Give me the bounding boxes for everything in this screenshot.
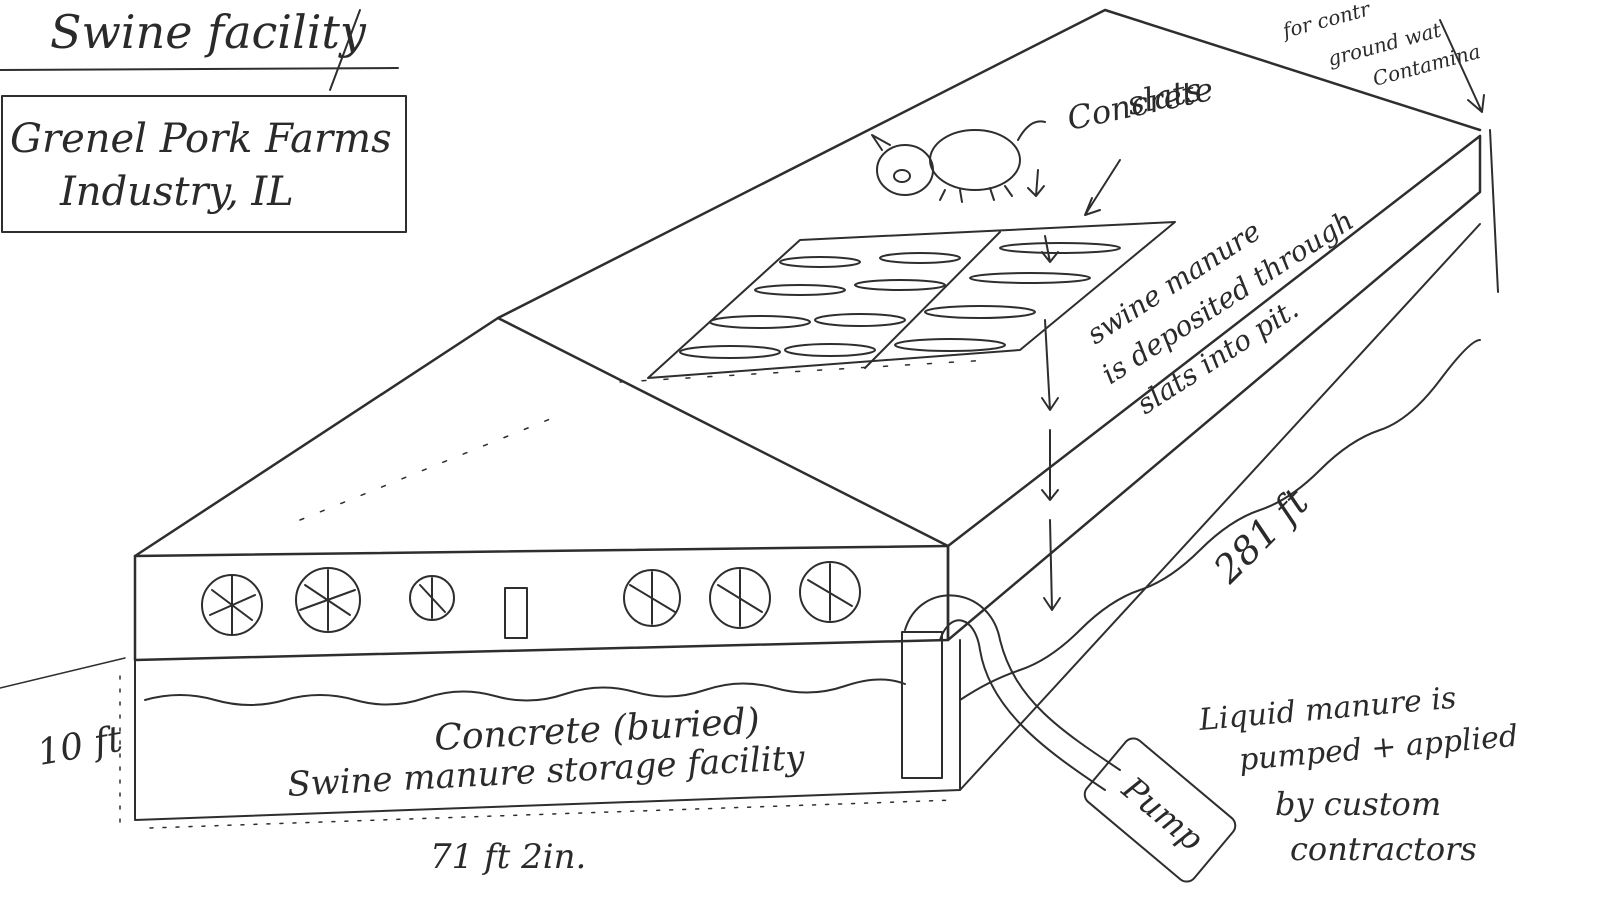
width-label: 71 ft 2in.	[430, 837, 586, 877]
title-underline	[0, 67, 399, 71]
concrete-slats-label: Concrete slats	[1064, 70, 1217, 138]
pump-body	[1083, 737, 1237, 883]
width-dimension-line	[149, 799, 956, 829]
liquid-line-4: contractors	[1290, 830, 1477, 868]
manure-pit	[134, 223, 1481, 821]
side-wall	[946, 134, 1482, 642]
pump-hose	[901, 594, 1121, 791]
pump-unit: Pump	[1083, 737, 1237, 883]
manure-level-front	[144, 678, 906, 706]
roof-dotted-1	[299, 414, 561, 521]
arrows	[1027, 19, 1485, 611]
length-label: 281 ft	[1205, 479, 1318, 592]
pump-label: Pump	[1114, 769, 1210, 859]
ventilation-fans	[201, 561, 861, 636]
location-frame	[1, 95, 407, 233]
barn-building	[133, 8, 1499, 662]
title-text: Swine facility	[50, 5, 367, 59]
liquid-line-3: by custom	[1275, 785, 1441, 823]
grade-line	[0, 657, 126, 689]
liquid-manure-label: Liquid manure is pumped + applied by cus…	[1197, 681, 1520, 868]
front-gable	[133, 316, 950, 558]
pit-label: Concrete (buried) Swine manure storage f…	[286, 701, 806, 805]
slat-row	[679, 242, 1121, 359]
location-line1: Grenel Pork Farms	[10, 116, 392, 162]
roof-dotted-2	[619, 359, 991, 383]
groundwater-label: for contr ground wat Contamina	[1278, 0, 1483, 91]
location-line2: Industry, IL	[59, 169, 294, 215]
slat-divider	[864, 231, 1001, 369]
door	[504, 587, 528, 639]
deposit-label: swine manure is deposited through slats …	[1081, 204, 1360, 421]
location-box: Grenel Pork Farms Industry, IL	[1, 95, 407, 233]
manure-level-side	[959, 339, 1481, 701]
title-stroke	[329, 9, 361, 91]
title-block: Swine facility	[0, 5, 399, 91]
slat-panel-outline	[647, 221, 1176, 379]
groundwater-1: for contr	[1278, 0, 1374, 43]
depth-label: 10 ft	[34, 719, 125, 774]
pig-drawing	[871, 120, 1046, 203]
roof-eave	[946, 134, 1482, 548]
concrete-slats	[647, 221, 1176, 379]
roof-ridge	[496, 8, 1482, 320]
far-corner-line	[1489, 129, 1499, 293]
slats-label-2: slats	[1124, 70, 1205, 123]
